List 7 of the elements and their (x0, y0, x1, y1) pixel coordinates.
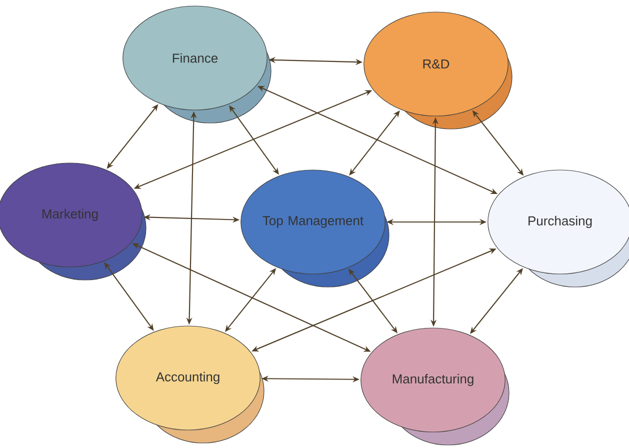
ellipse-node: R&D (364, 12, 512, 130)
ellipse-node: Marketing (0, 162, 146, 280)
ellipse-node: Finance (122, 6, 272, 124)
ellipse-node: Accounting (116, 326, 264, 444)
ellipse-node: Manufacturing (360, 328, 510, 446)
ellipse-node: Purchasing (488, 170, 629, 288)
ellipse-node: Top Management (240, 170, 390, 288)
